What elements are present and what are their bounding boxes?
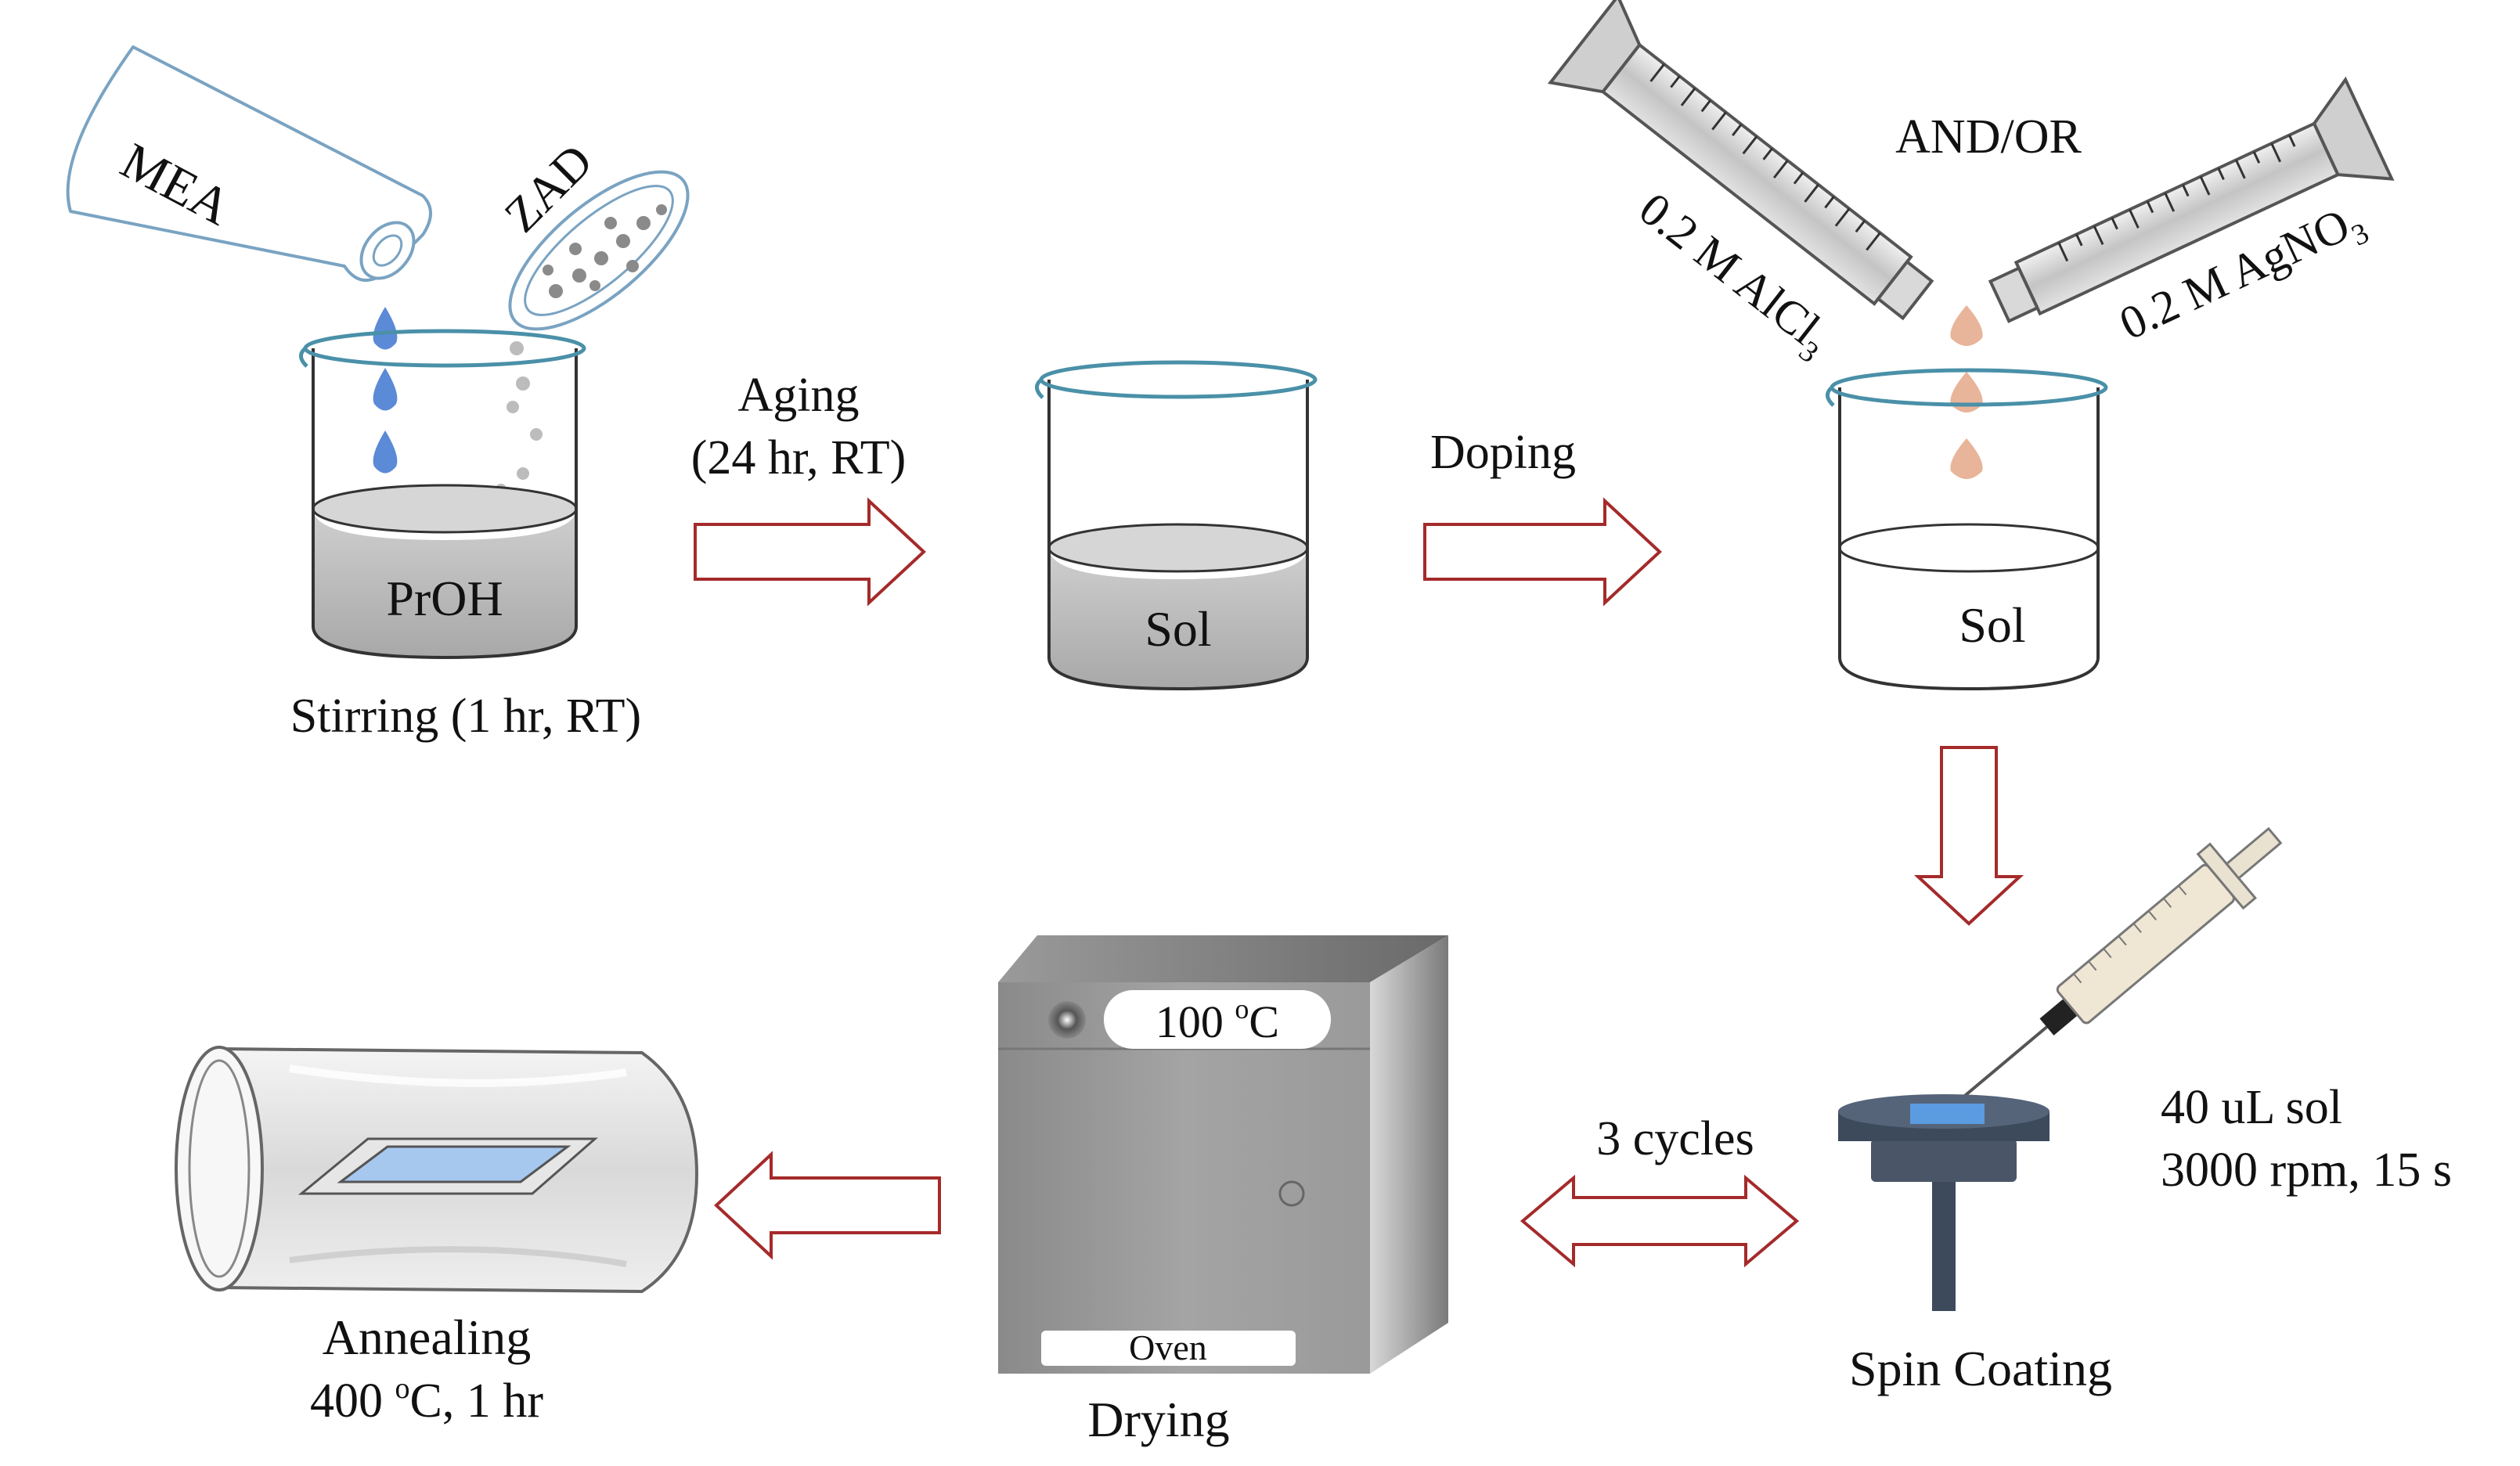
spin-substrate — [1910, 1104, 1985, 1124]
proh-beaker — [299, 329, 586, 660]
zad-dish — [508, 170, 690, 331]
aging-label: Aging — [738, 369, 860, 422]
doped-sol-beaker — [1826, 368, 2108, 691]
spin-params-label: 3000 rpm, 15 s — [2161, 1144, 2452, 1197]
cycles-arrow — [1520, 1174, 1800, 1268]
down-arrow — [1913, 746, 2024, 926]
dopant-droplets — [1950, 305, 1983, 479]
drying-oven — [998, 935, 1448, 1374]
agno3-graduated-cylinder — [1988, 76, 2395, 323]
annealing-tube — [175, 1046, 699, 1294]
and-or-label: AND/OR — [1895, 110, 2082, 164]
annealing-arrow — [714, 1151, 941, 1260]
aging-conditions: (24 hr, RT) — [691, 431, 906, 484]
annealing-caption: Annealing — [323, 1309, 532, 1365]
oven-door-handle[interactable] — [1278, 1180, 1305, 1207]
spin-coater — [1838, 1094, 2050, 1311]
mea-droplets — [373, 307, 398, 474]
alcl3-graduated-cylinder — [1547, 0, 1934, 321]
micropipette-syringe — [1961, 827, 2283, 1099]
annealing-substrate — [337, 1145, 571, 1183]
doping-arrow — [1423, 497, 1662, 607]
doping-label: Doping — [1430, 426, 1576, 479]
oven-knob[interactable] — [1048, 1001, 1086, 1039]
zad-particles — [496, 341, 543, 495]
spin-coating-caption: Spin Coating — [1849, 1341, 2112, 1396]
drying-caption: Drying — [1087, 1392, 1229, 1447]
aged-sol-label: Sol — [1145, 601, 1211, 657]
cycles-label: 3 cycles — [1596, 1112, 1754, 1165]
mea-flask — [66, 45, 432, 282]
oven-display — [1104, 990, 1331, 1049]
volume-label: 40 uL sol — [2161, 1081, 2342, 1134]
proh-label: PrOH — [386, 571, 503, 626]
annealing-conditions: 400 oC, 1 hr — [310, 1372, 543, 1428]
oven-nameplate — [1041, 1331, 1296, 1366]
doped-sol-label: Sol — [1959, 597, 2025, 653]
oven-temperature: 100 oC — [1155, 993, 1279, 1047]
aged-sol-beaker — [1035, 360, 1318, 691]
stirring-caption: Stirring (1 hr, RT) — [290, 690, 641, 743]
aging-arrow — [694, 497, 926, 607]
oven-nameplate-label: Oven — [1129, 1327, 1207, 1367]
